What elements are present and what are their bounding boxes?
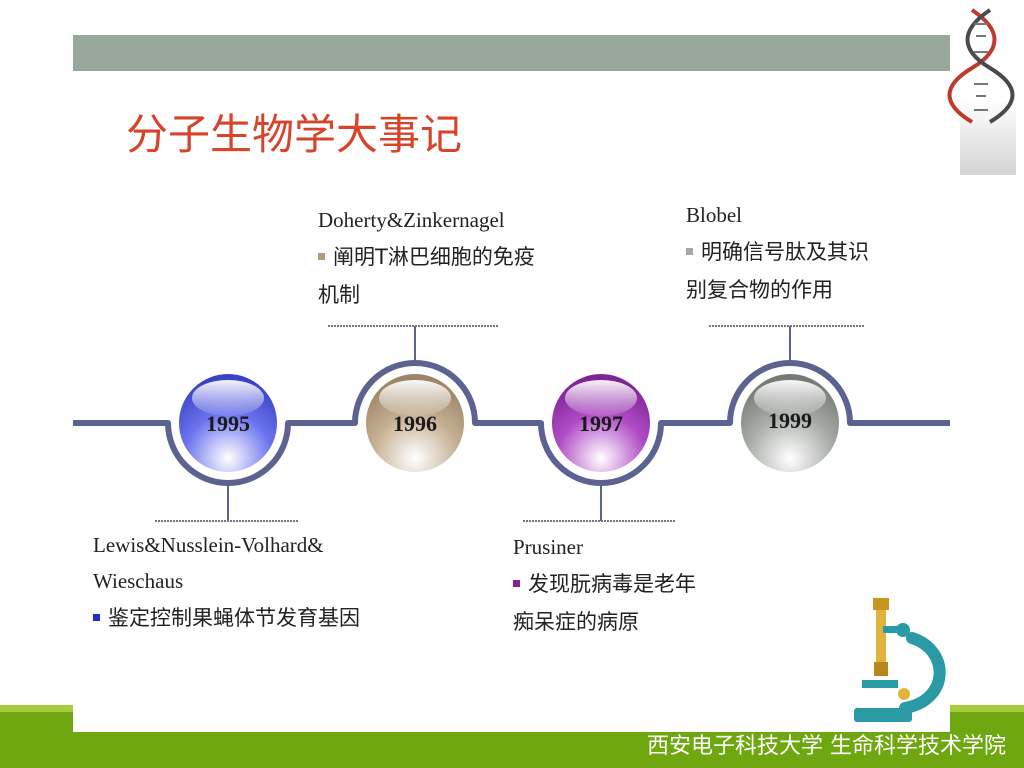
year-label-1995: 1995	[206, 411, 250, 436]
bullet-icon	[513, 579, 520, 587]
year-label-1997: 1997	[579, 411, 623, 436]
event-1999: Blobel 明确信号肽及其识 别复合物的作用	[686, 197, 869, 309]
event-description-line-1: 阐明T淋巴细胞的免疫	[333, 245, 535, 269]
bullet-icon	[318, 252, 325, 260]
event-person-continued: Wieschaus	[93, 569, 184, 593]
event-description: 鉴定控制果蝇体节发育基因	[93, 599, 360, 637]
event-description-line-1: 鉴定控制果蝇体节发育基因	[108, 606, 360, 630]
event-1997: Prusiner 发现朊病毒是老年 痴呆症的病原	[513, 529, 696, 641]
microscope-icon	[854, 598, 946, 722]
event-1996: Doherty&Zinkernagel 阐明T淋巴细胞的免疫 机制	[318, 202, 535, 314]
event-description-line-1: 发现朊病毒是老年	[528, 572, 696, 596]
event-description-line-1: 明确信号肽及其识	[701, 240, 869, 264]
bullet-icon	[686, 247, 693, 255]
year-label-1996: 1996	[393, 411, 437, 436]
year-label-1999: 1999	[768, 408, 812, 433]
node-1996	[364, 372, 466, 474]
event-1995: Lewis&Nusslein-Volhard& Wieschaus 鉴定控制果蝇…	[93, 527, 360, 637]
event-description: 阐明T淋巴细胞的免疫	[318, 238, 535, 276]
event-person: Blobel	[686, 203, 742, 227]
event-description-line-2: 别复合物的作用	[686, 278, 833, 302]
event-description-line-2: 痴呆症的病原	[513, 610, 639, 634]
slide-title: 分子生物学大事记	[126, 110, 463, 159]
connector-1995	[155, 485, 299, 522]
event-description: 明确信号肽及其识	[686, 233, 869, 271]
event-description-line-2: 机制	[318, 283, 360, 307]
connector-1999	[709, 325, 865, 360]
event-person: Prusiner	[513, 535, 583, 559]
connector-1997	[523, 485, 675, 522]
connector-1996	[328, 325, 498, 360]
timeline-line	[73, 360, 950, 486]
event-person: Doherty&Zinkernagel	[318, 208, 505, 232]
event-description: 发现朊病毒是老年	[513, 565, 696, 603]
header-bar	[73, 35, 950, 71]
footer-institution: 西安电子科技大学 生命科学技术学院	[647, 734, 1006, 759]
node-1999	[739, 372, 841, 474]
node-1995	[177, 372, 279, 474]
dna-helix-icon	[947, 8, 1016, 175]
bullet-icon	[93, 613, 100, 621]
event-person: Lewis&Nusslein-Volhard&	[93, 533, 324, 557]
node-1997	[550, 372, 652, 474]
